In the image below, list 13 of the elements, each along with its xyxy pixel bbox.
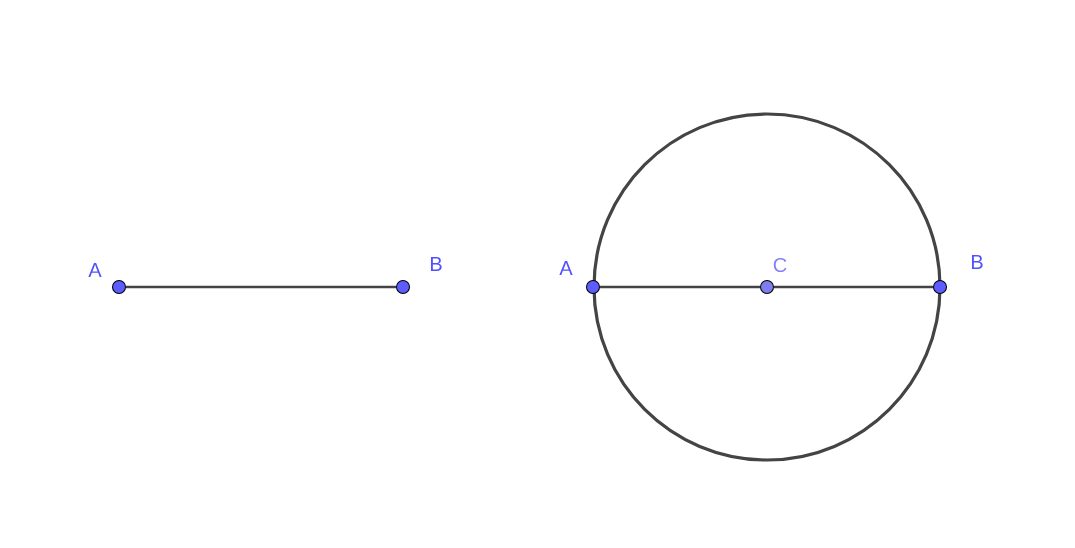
line-segment bbox=[126, 285, 396, 289]
point-label: B bbox=[430, 257, 442, 271]
line-segment bbox=[774, 285, 933, 289]
line-segment bbox=[600, 285, 760, 289]
point-label: B bbox=[971, 255, 983, 269]
point bbox=[760, 280, 774, 294]
point bbox=[112, 280, 126, 294]
point-label: A bbox=[88, 263, 102, 277]
point bbox=[586, 280, 600, 294]
point bbox=[933, 280, 947, 294]
point-label: A bbox=[559, 261, 573, 275]
point bbox=[396, 280, 410, 294]
point-label: C bbox=[773, 257, 787, 273]
